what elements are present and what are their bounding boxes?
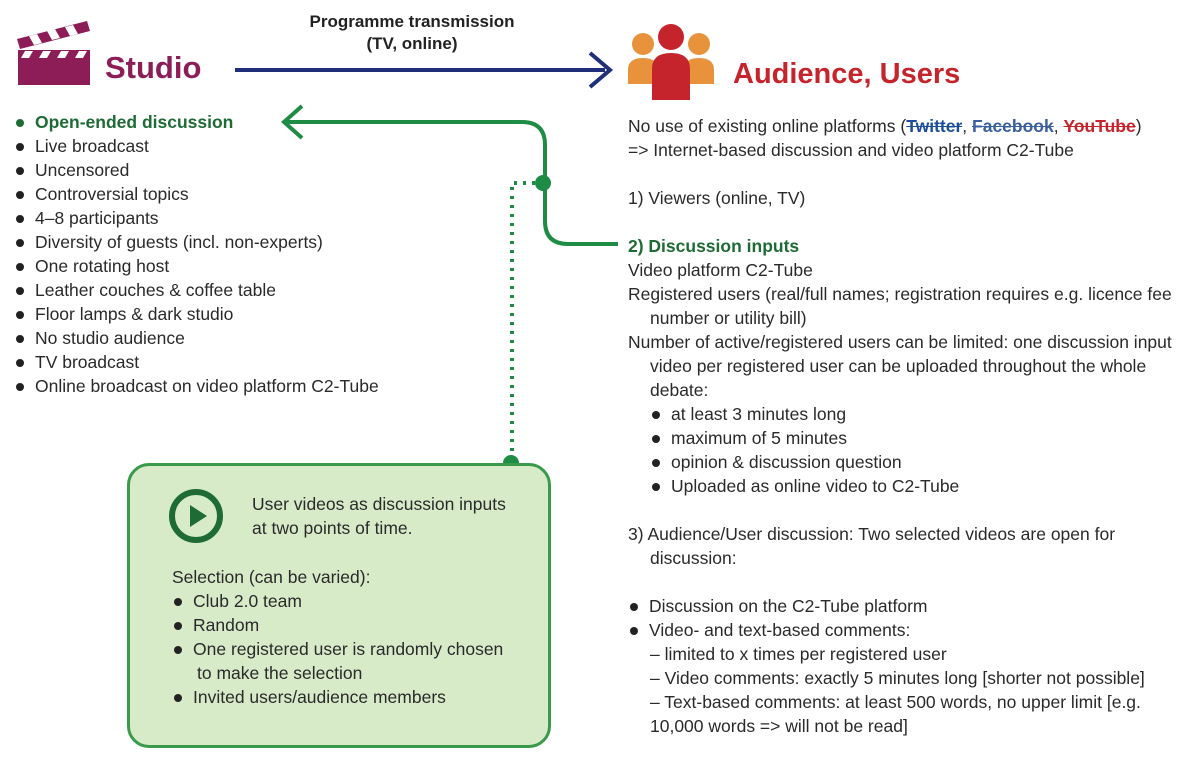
users-group-icon: [626, 22, 716, 102]
studio-item-open-discussion: Open-ended discussion: [14, 110, 379, 134]
selection-option: Random: [172, 613, 503, 637]
studio-item: Online broadcast on video platform C2-Tu…: [14, 374, 379, 398]
platform-youtube: YouTube: [1063, 116, 1136, 136]
studio-item: 4–8 participants: [14, 206, 379, 230]
studio-item: Live broadcast: [14, 134, 379, 158]
user-videos-box: User videos as discussion inputs at two …: [127, 463, 551, 748]
item-viewers: 1) Viewers (online, TV): [628, 188, 806, 208]
transmission-label-line2: (TV, online): [366, 34, 458, 53]
discussion-inputs-line: video per registered user can be uploade…: [650, 356, 1147, 376]
dotted-connector: [510, 181, 535, 463]
clapperboard-icon: [15, 17, 93, 87]
studio-title: Studio: [105, 50, 202, 85]
item-discussion-inputs-title: 2) Discussion inputs: [628, 234, 1172, 258]
discussion-inputs-line: Registered users (real/full names; regis…: [628, 284, 1172, 304]
item-audience-discussion: 3) Audience/User discussion: Two selecte…: [628, 524, 1116, 544]
platforms-intro-line2: => Internet-based discussion and video p…: [628, 140, 1074, 160]
studio-item: Uncensored: [14, 158, 379, 182]
comment-rule: 10,000 words => will not be read]: [650, 716, 908, 736]
feedback-arrow-head: [280, 104, 304, 140]
studio-feature-list: Open-ended discussion Live broadcast Unc…: [14, 110, 379, 398]
selection-option: One registered user is randomly chosen: [172, 637, 503, 661]
comment-rule: – limited to x times per registered user: [650, 644, 947, 664]
selection-option-cont: to make the selection: [197, 663, 363, 683]
selection-options: Club 2.0 team Random One registered user…: [172, 589, 503, 709]
studio-item: Controversial topics: [14, 182, 379, 206]
selection-label: Selection (can be varied):: [172, 567, 371, 587]
studio-item: TV broadcast: [14, 350, 379, 374]
platforms-intro-prefix: No use of existing online platforms (: [628, 116, 907, 136]
video-requirement: maximum of 5 minutes: [650, 426, 1172, 450]
video-requirements-list: at least 3 minutes long maximum of 5 min…: [650, 402, 1172, 498]
studio-item: One rotating host: [14, 254, 379, 278]
discussion-inputs-line: number or utility bill): [650, 308, 807, 328]
studio-item: Leather couches & coffee table: [14, 278, 379, 302]
studio-item: Diversity of guests (incl. non-experts): [14, 230, 379, 254]
audience-column: No use of existing online platforms (Twi…: [628, 114, 1172, 738]
discussion-inputs-heading: 2) Discussion inputs: [628, 236, 800, 256]
selection-option: Invited users/audience members: [172, 685, 503, 709]
audience-title: Audience, Users: [733, 58, 961, 90]
platforms-intro-suffix: ): [1135, 116, 1142, 136]
user-videos-heading-line2: at two points of time.: [252, 518, 413, 538]
platform-twitter: Twitter: [906, 116, 963, 136]
video-requirement: opinion & discussion question: [650, 450, 1172, 474]
user-videos-heading-line1: User videos as discussion inputs: [252, 494, 506, 514]
user-videos-heading: User videos as discussion inputs at two …: [252, 492, 506, 540]
platform-facebook: Facebook: [972, 116, 1054, 136]
audience-discussion-list: Discussion on the C2-Tube platform Video…: [628, 594, 1172, 642]
item-audience-discussion-cont: discussion:: [650, 548, 737, 568]
audience-discussion-item: Discussion on the C2-Tube platform: [628, 594, 1172, 618]
studio-item: No studio audience: [14, 326, 379, 350]
video-requirement: Uploaded as online video to C2-Tube: [650, 474, 1172, 498]
discussion-inputs-line: Number of active/registered users can be…: [628, 332, 1172, 352]
selection-option: Club 2.0 team: [172, 589, 503, 613]
video-requirement: at least 3 minutes long: [650, 402, 1172, 426]
comment-rule: – Text-based comments: at least 500 word…: [650, 692, 1141, 712]
discussion-inputs-line: debate:: [650, 380, 709, 400]
comment-rule: – Video comments: exactly 5 minutes long…: [650, 668, 1145, 688]
transmission-label: Programme transmission (TV, online): [262, 11, 562, 55]
transmission-label-line1: Programme transmission: [309, 12, 515, 31]
platforms-intro: No use of existing online platforms (Twi…: [628, 116, 1142, 136]
discussion-inputs-line: Video platform C2-Tube: [628, 260, 813, 280]
transmission-arrow-head: [588, 51, 614, 89]
play-circle-icon: [168, 488, 224, 544]
audience-discussion-item: Video- and text-based comments:: [628, 618, 1172, 642]
studio-item: Floor lamps & dark studio: [14, 302, 379, 326]
junction-dot-top: [535, 175, 551, 191]
